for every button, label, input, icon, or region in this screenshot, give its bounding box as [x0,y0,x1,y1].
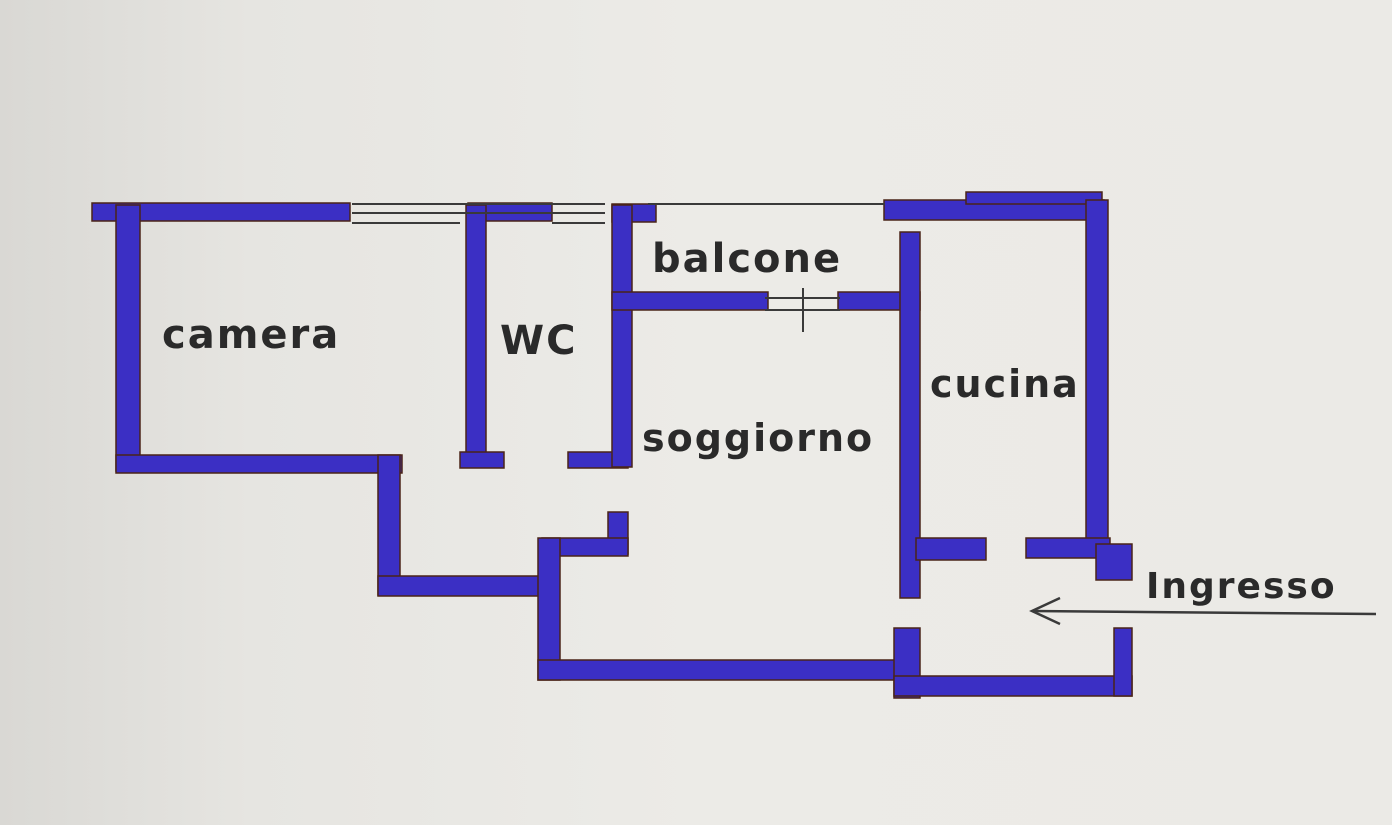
wall-segment [465,204,487,468]
wall-segment [91,202,351,222]
wall-segment [1113,627,1133,697]
wall-segment [965,191,1103,205]
wall-segment [377,575,547,597]
wall-segment [611,204,633,468]
wall-segment [1095,543,1133,581]
arrow-shaft [1031,609,1377,616]
arrow-head-icon [1029,596,1061,626]
room-label-ingresso: Ingresso [1146,566,1337,607]
room-label-cucina: cucina [930,362,1080,406]
entrance-arrow [1029,596,1377,626]
wall-segment [915,537,987,561]
wall-segment [537,659,909,681]
walls [91,191,1133,699]
wall-segment [115,204,141,472]
wall-segment [1085,199,1109,553]
wall-segment [893,675,1133,697]
room-label-wc: WC [500,318,578,364]
room-label-soggiorno: soggiorno [642,416,875,460]
room-label-camera: camera [162,312,341,358]
wall-segment [377,454,401,596]
wall-segment [537,537,561,681]
wall-segment [899,231,921,599]
wall-segment [459,451,505,469]
windows [352,203,885,332]
room-label-balcone: balcone [652,236,843,282]
wall-segment [115,454,403,474]
wall-segment [611,291,769,311]
